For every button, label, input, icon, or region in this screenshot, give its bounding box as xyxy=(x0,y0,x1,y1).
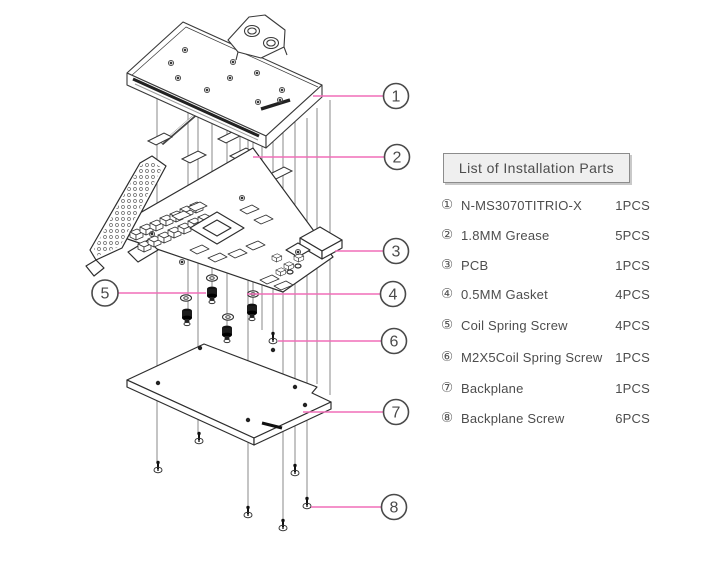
gasket xyxy=(221,313,235,321)
part-row-8: ⑧ Backplane Screw 6PCS xyxy=(441,409,650,427)
spring-screws xyxy=(181,286,258,344)
part-marker: ⑥ xyxy=(441,349,454,364)
backplane-screws xyxy=(153,430,312,532)
spring-screw xyxy=(221,325,233,344)
spring-screw xyxy=(206,286,218,305)
backplane-holes xyxy=(155,345,308,423)
m2x5-screw xyxy=(268,330,278,345)
part-row-1: ① N-MS3070TITRIO-X 1PCS xyxy=(441,196,650,214)
callout-2: 2 xyxy=(383,143,411,171)
power-connector xyxy=(285,226,343,260)
part-qty: 1PCS xyxy=(615,380,650,396)
callout-5: 5 xyxy=(91,279,119,307)
block-logo xyxy=(260,98,291,111)
part-marker: ② xyxy=(441,227,454,242)
water-block xyxy=(126,14,323,149)
part-name: M2X5Coil Spring Screw xyxy=(461,349,603,365)
grease-pad xyxy=(181,150,207,164)
part-row-5: ⑤ Coil Spring Screw 4PCS xyxy=(441,316,650,334)
backplane-screw xyxy=(290,462,300,477)
part-name: Coil Spring Screw xyxy=(461,317,568,333)
part-name: 0.5MM Gasket xyxy=(461,286,548,302)
callout-7: 7 xyxy=(382,398,410,426)
svg-text:8: 8 xyxy=(390,500,399,517)
svg-text:7: 7 xyxy=(392,405,401,422)
spring-screw xyxy=(246,303,258,322)
part-row-4: ④ 0.5MM Gasket 4PCS xyxy=(441,285,650,303)
gasket xyxy=(179,294,193,302)
svg-text:1: 1 xyxy=(392,89,401,106)
backplane-screw xyxy=(194,430,204,445)
backplane-screw xyxy=(243,504,253,519)
callout-3: 3 xyxy=(382,237,410,265)
part-qty: 5PCS xyxy=(615,227,650,243)
callout-1: 1 xyxy=(382,82,410,110)
grease-pad xyxy=(147,132,173,146)
part-row-2: ② 1.8MM Grease 5PCS xyxy=(441,226,650,244)
part-marker: ④ xyxy=(441,286,454,301)
gaskets xyxy=(179,274,260,321)
svg-text:5: 5 xyxy=(101,286,110,303)
leader-lines xyxy=(118,95,384,508)
part-name: N-MS3070TITRIO-X xyxy=(461,197,582,213)
backplane-screw xyxy=(153,459,163,474)
parts-list-title: List of Installation Parts xyxy=(443,153,630,183)
part-qty: 1PCS xyxy=(615,257,650,273)
part-marker: ① xyxy=(441,197,454,212)
backplane xyxy=(126,343,332,446)
part-name: Backplane Screw xyxy=(461,410,565,426)
exploded-view-diagram: 1 2 3 4 5 6 7 xyxy=(85,14,411,532)
part-qty: 4PCS xyxy=(615,286,650,302)
part-name: Backplane xyxy=(461,380,524,396)
part-marker: ⑧ xyxy=(441,410,454,425)
callout-8: 8 xyxy=(380,493,408,521)
backplane-logo xyxy=(261,421,283,430)
svg-text:3: 3 xyxy=(392,244,401,261)
svg-text:4: 4 xyxy=(389,287,398,304)
part-row-7: ⑦ Backplane 1PCS xyxy=(441,379,650,397)
callouts: 1 2 3 4 5 6 7 xyxy=(91,82,411,521)
part-name: PCB xyxy=(461,257,489,273)
spring-screw xyxy=(181,308,193,327)
part-qty: 4PCS xyxy=(615,317,650,333)
part-row-3: ③ PCB 1PCS xyxy=(441,256,650,274)
gasket xyxy=(205,274,219,282)
part-row-6: ⑥ M2X5Coil Spring Screw 1PCS xyxy=(441,348,650,366)
callout-6: 6 xyxy=(380,327,408,355)
backplane-screw xyxy=(302,495,312,510)
svg-text:2: 2 xyxy=(393,150,402,167)
callout-4: 4 xyxy=(379,280,407,308)
part-marker: ⑦ xyxy=(441,380,454,395)
part-name: 1.8MM Grease xyxy=(461,227,550,243)
part-qty: 6PCS xyxy=(615,410,650,426)
part-qty: 1PCS xyxy=(615,349,650,365)
part-qty: 1PCS xyxy=(615,197,650,213)
terminal-block xyxy=(227,14,288,61)
part-marker: ③ xyxy=(441,257,454,272)
backplane-screw xyxy=(278,517,288,532)
svg-text:6: 6 xyxy=(390,334,399,351)
gpu-die xyxy=(189,211,245,245)
pcb xyxy=(85,147,343,293)
io-bracket xyxy=(85,155,167,277)
small-components xyxy=(259,253,305,291)
part-marker: ⑤ xyxy=(441,317,454,332)
